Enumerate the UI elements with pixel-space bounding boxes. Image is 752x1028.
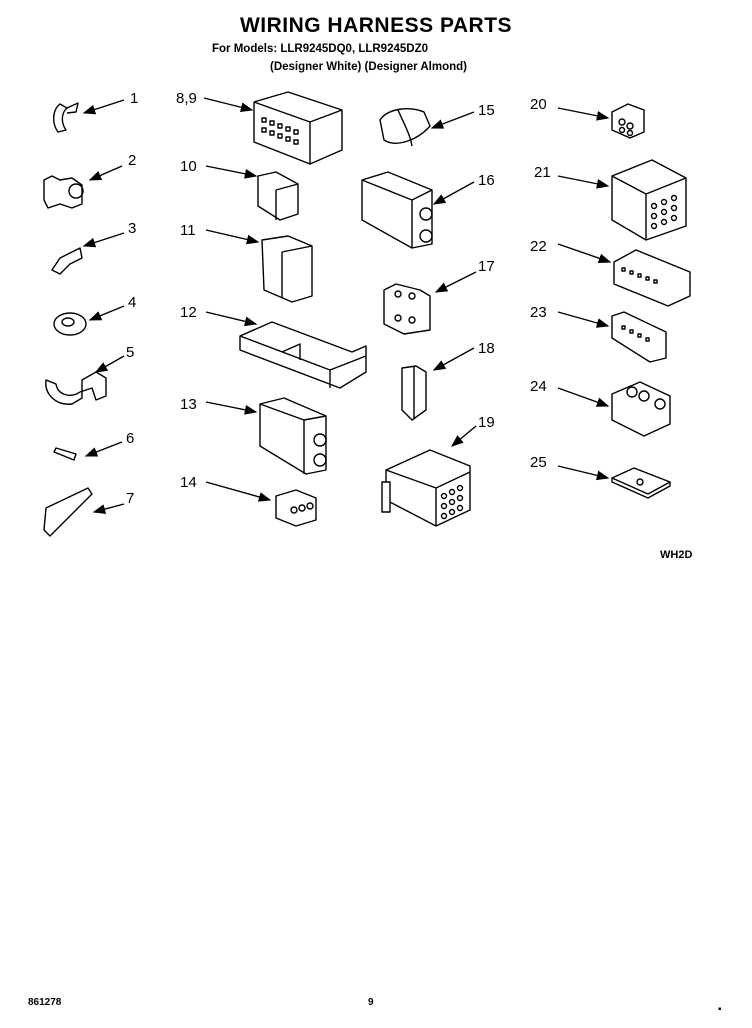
callout-1: 1: [130, 90, 139, 107]
callout-7: 7: [126, 490, 135, 507]
callout-16: 16: [478, 172, 495, 189]
variants-line: (Designer White) (Designer Almond): [270, 61, 467, 73]
part-24-connector: [557, 381, 671, 437]
part-15-sleeve: [379, 108, 475, 147]
callout-5: 5: [126, 344, 135, 361]
callout-2: 2: [128, 152, 137, 169]
part-2-clip: [43, 165, 123, 209]
models-line: For Models: LLR9245DQ0, LLR9245DZ0: [212, 43, 428, 55]
callout-11: 11: [180, 222, 196, 239]
callout-13: 13: [180, 396, 197, 413]
footer-part-number: 861278: [28, 997, 62, 1008]
callout-8-9: 8,9: [176, 90, 197, 107]
part-16-connector: [361, 171, 475, 249]
callout-21: 21: [534, 164, 551, 181]
callout-20: 20: [530, 96, 547, 113]
callout-23: 23: [530, 304, 547, 321]
part-22-connector: [557, 243, 691, 307]
callout-17: 17: [478, 258, 495, 275]
part-6-screw: [53, 441, 123, 461]
callout-12: 12: [180, 304, 197, 321]
part-4-ring: [53, 305, 125, 336]
callout-22: 22: [530, 238, 547, 255]
part-17-connector: [383, 271, 477, 335]
part-19-connector-block: [381, 425, 477, 527]
part-11-connector: [205, 229, 313, 303]
callout-15: 15: [478, 102, 495, 119]
footer-page-number: 9: [368, 997, 374, 1008]
part-18-clip: [401, 347, 475, 421]
part-13-connector: [205, 397, 327, 475]
callout-25: 25: [530, 454, 547, 471]
callout-24: 24: [530, 378, 547, 395]
part-3-clip: [51, 232, 125, 275]
part-23-connector: [557, 311, 667, 363]
part-21-connector: [557, 159, 687, 241]
callout-14: 14: [180, 474, 197, 491]
part-14-connector: [205, 481, 317, 527]
page-title: WIRING HARNESS PARTS: [239, 14, 513, 37]
part-10-connector: [205, 165, 299, 221]
callout-18: 18: [478, 340, 495, 357]
part-25-board: [557, 465, 671, 499]
callout-19: 19: [478, 414, 495, 431]
part-1-clip: [53, 99, 125, 133]
callout-6: 6: [126, 430, 135, 447]
part-8-9-connector: [203, 91, 343, 165]
part-7-bracket: [43, 487, 125, 537]
part-20-connector: [557, 103, 645, 139]
callout-4: 4: [128, 294, 137, 311]
footer-mark: ▪: [718, 1004, 722, 1015]
part-5-clamp: [45, 355, 125, 405]
callout-10: 10: [180, 158, 197, 175]
callout-3: 3: [128, 220, 137, 237]
figure-code: WH2D: [660, 549, 693, 561]
part-12-connector-strip: [205, 311, 367, 389]
